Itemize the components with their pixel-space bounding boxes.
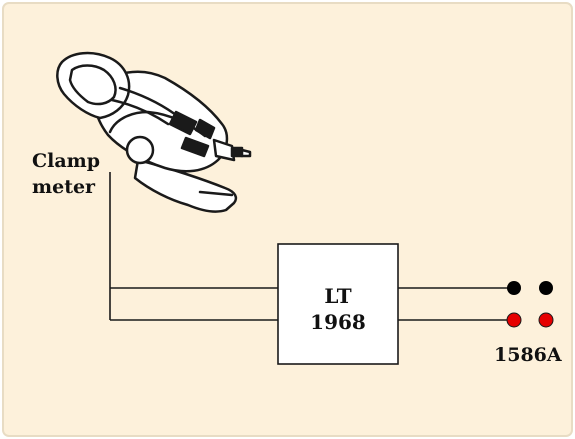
- clamp-meter-icon: [56, 51, 252, 213]
- meter-terminal-black-left: [507, 281, 521, 295]
- wires: [109, 172, 512, 321]
- device-box-label-line1: LT: [324, 284, 352, 308]
- device-box: [277, 243, 399, 365]
- meter-terminal-black-right: [539, 281, 553, 295]
- clamp-meter-label-line2: meter: [32, 176, 96, 198]
- clamp-meter-label-line1: Clamp: [32, 150, 101, 172]
- meter-label: 1586A: [494, 344, 562, 366]
- meter-terminal-red-left: [506, 312, 522, 328]
- device-box-label-line2: 1968: [310, 310, 366, 334]
- meter-terminal-red-right: [538, 312, 554, 328]
